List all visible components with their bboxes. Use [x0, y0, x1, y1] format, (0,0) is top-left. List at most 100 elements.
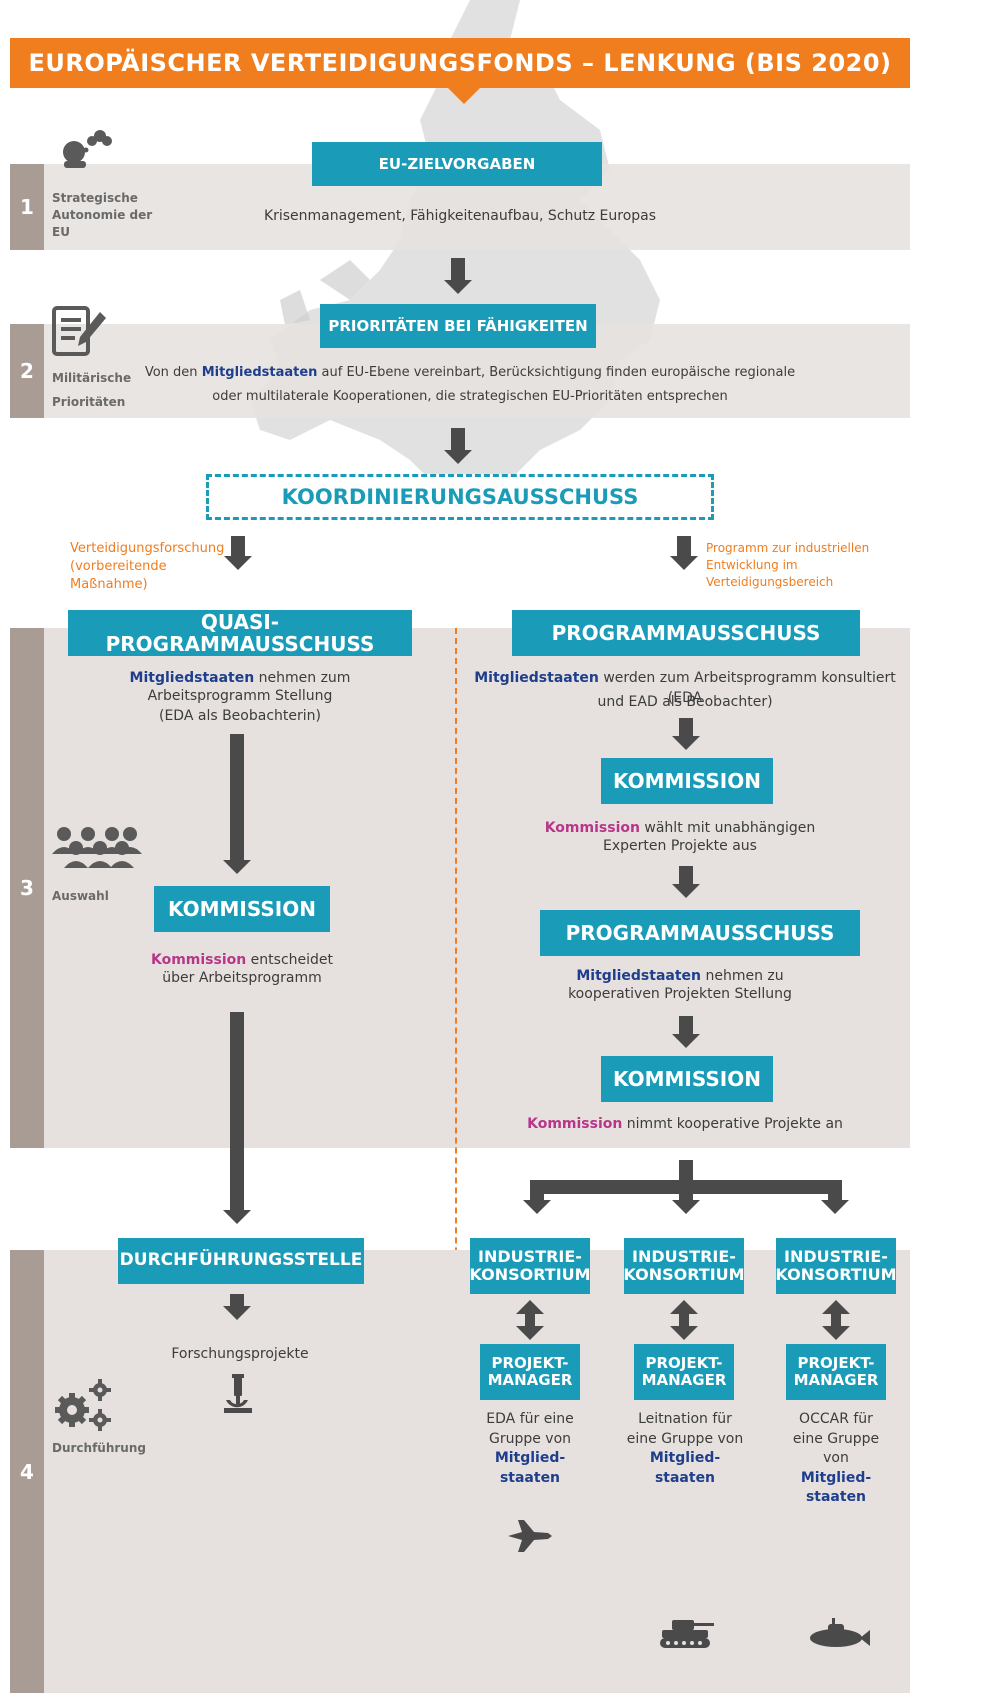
- projekt-manager-1-pm1: PROJEKT-: [491, 1354, 569, 1373]
- prog2-text1: nehmen zu: [701, 968, 784, 984]
- consortium-3-ind2: KONSORTIUM: [775, 1265, 897, 1284]
- k2-km: Kommission: [527, 1116, 623, 1132]
- fighter-jet-icon: [508, 1520, 552, 1552]
- pm-1-ms1: Mitglied-: [494, 1450, 566, 1467]
- right-kommission-2-title: KOMMISSION: [613, 1066, 761, 1091]
- eu-zielvorgaben-text: Krisenmanagement, Fähigkeitenaufbau, Sch…: [263, 208, 657, 224]
- quasi-programmausschuss-box: QUASI-PROGRAMMAUSSCHUSS: [68, 610, 412, 656]
- prioritaeten-text1: auf EU-Ebene vereinbart, Berücksichtigun…: [317, 365, 796, 380]
- pm-3-desc: OCCAR für eine Gruppe von Mitglied- staa…: [776, 1410, 896, 1508]
- gears-icon: [55, 1379, 111, 1431]
- k1-km: Kommission: [544, 820, 640, 836]
- forschungsprojekte-text: Forschungsprojekte: [171, 1346, 309, 1362]
- arrow-k1-prog2-shaft: [679, 866, 693, 886]
- branch-right-shaft: [828, 1180, 842, 1202]
- branch-divider: [455, 628, 457, 1693]
- pm-1-desc2: Gruppe von: [488, 1430, 572, 1447]
- quasi-text-line2: Arbeitsprogramm Stellung: [147, 688, 333, 704]
- pm-1-ms2: staaten: [499, 1469, 561, 1486]
- prog2-ms: Mitgliedstaaten: [576, 968, 702, 984]
- arrow-prog2-k2-head: [672, 1034, 700, 1048]
- prioritaeten-pre: Von den: [144, 365, 202, 380]
- pm-2-desc: Leitnation für eine Gruppe von Mitglied-…: [618, 1410, 752, 1488]
- projekt-manager-2-box: PROJEKT-MANAGER: [634, 1344, 734, 1400]
- consortium-1-ind1: INDUSTRIE-: [478, 1247, 582, 1267]
- consortium-2-ind1: INDUSTRIE-: [632, 1247, 736, 1267]
- consortium-2-ind2: KONSORTIUM: [623, 1265, 745, 1284]
- projekt-manager-1-pm2: MANAGER: [487, 1371, 573, 1389]
- durchfuehrungsstelle-title: DURCHFÜHRUNGSSTELLE: [119, 1250, 363, 1271]
- arrow-left-branch-head: [224, 556, 252, 570]
- arrow-k1-prog2-head: [672, 884, 700, 898]
- programmausschuss-box: PROGRAMMAUSSCHUSS: [512, 610, 860, 656]
- right-kommission-2-box: KOMMISSION: [601, 1056, 773, 1102]
- arrow-prog-k1-head: [672, 736, 700, 750]
- consortium-1-box: INDUSTRIE-KONSORTIUM: [469, 1238, 591, 1294]
- left-kommission-km: Kommission: [150, 952, 247, 968]
- prog-text-line1: Mitgliedstaaten werden zum Arbeitsprogra…: [470, 668, 900, 709]
- prioritaeten-box: PRIORITÄTEN BEI FÄHIGKEITEN: [320, 304, 596, 348]
- arrow-2-k-head: [444, 450, 472, 464]
- quasi-text1: nehmen zum: [254, 670, 351, 686]
- k1-text1: wählt mit unabhängigen: [639, 820, 816, 836]
- pm-2-ms1: Mitglied-: [649, 1450, 721, 1467]
- durchfuehrungsstelle-box: DURCHFÜHRUNGSSTELLE: [118, 1238, 364, 1284]
- consortium-2-box: INDUSTRIE-KONSORTIUM: [623, 1238, 745, 1294]
- k1-text-line2: Experten Projekte aus: [603, 838, 757, 854]
- step-number-3: 3: [10, 628, 44, 1148]
- projekt-manager-2-pm2: MANAGER: [641, 1371, 727, 1389]
- step-number-2: 2: [10, 324, 44, 418]
- right-branch-label: Programm zur industriellen Entwicklung i…: [706, 541, 870, 589]
- k2-text1: nimmt kooperative Projekte an: [622, 1116, 843, 1132]
- pm-2-ms2: staaten: [654, 1469, 716, 1486]
- arrow-left-branch-shaft: [231, 536, 245, 558]
- step-3-label: Auswahl: [52, 889, 109, 903]
- pm-3-desc3: von: [823, 1450, 849, 1467]
- double-arrow-1: [516, 1300, 544, 1340]
- band-step-4: [10, 1250, 910, 1693]
- consortium-3-ind1: INDUSTRIE-: [784, 1247, 888, 1267]
- prog-ms: Mitgliedstaaten: [474, 670, 599, 686]
- prog-text1: werden zum Arbeitsprogramm konsultiert (…: [598, 670, 896, 707]
- prioritaeten-text-line1: Von den Mitgliedstaaten auf EU-Ebene ver…: [120, 364, 820, 383]
- prioritaeten-ms: Mitgliedstaaten: [201, 365, 318, 380]
- prioritaeten-title: PRIORITÄTEN BEI FÄHIGKEITEN: [328, 316, 588, 335]
- pm-3-desc1: OCCAR für: [799, 1411, 873, 1427]
- projekt-manager-1-box: PROJEKT-MANAGER: [480, 1344, 580, 1400]
- left-kommission-text-line1: Kommission entscheidet: [100, 950, 384, 970]
- k2-text: Kommission nimmt kooperative Projekte an: [470, 1114, 900, 1134]
- quasi-ms: Mitgliedstaaten: [129, 670, 255, 686]
- branch-left-head: [523, 1200, 551, 1214]
- pm-3-desc2: eine Gruppe: [792, 1430, 880, 1447]
- left-branch-label: Verteidigungsforschung (vorbereitende Ma…: [70, 541, 225, 593]
- arrow-2-k-shaft: [451, 428, 465, 452]
- pm-3-ms2: staaten: [805, 1489, 867, 1506]
- arrow-1-2-head: [444, 280, 472, 294]
- prog2-text-line2: kooperativen Projekten Stellung: [568, 986, 792, 1002]
- prioritaeten-text-line2: oder multilaterale Kooperationen, die st…: [212, 389, 728, 404]
- k1-text-line1: Kommission wählt mit unabhängigen: [520, 818, 840, 838]
- double-arrow-2: [670, 1300, 698, 1340]
- step-1-label: Strategische Autonomie der EU: [52, 191, 153, 239]
- left-kommission-box: KOMMISSION: [154, 886, 330, 932]
- arrow-left-kommission-durch-shaft: [230, 1012, 244, 1212]
- pm-3-ms1: Mitglied-: [800, 1469, 872, 1486]
- left-kommission-text1: entscheidet: [246, 952, 334, 968]
- microscope-icon: [224, 1374, 252, 1413]
- arrow-durch-forschung-shaft: [230, 1294, 244, 1308]
- document-pencil-icon: [52, 306, 106, 356]
- arrow-quasi-kommission-shaft: [230, 734, 244, 862]
- submarine-icon: [810, 1618, 870, 1647]
- left-kommission-text-line2: über Arbeitsprogramm: [162, 970, 322, 986]
- quasi-text-line3: (EDA als Beobachterin): [159, 708, 321, 724]
- thought-bubble-head-icon: [63, 130, 112, 168]
- step-2-label-line1: Militärische: [52, 371, 132, 385]
- step-4-label: Durchführung: [52, 1441, 146, 1455]
- step-2-label-line2: Prioritäten: [52, 395, 126, 409]
- branch-right-head: [821, 1200, 849, 1214]
- arrow-prog2-k2-shaft: [679, 1016, 693, 1036]
- people-group-icon: [52, 827, 142, 868]
- pm-1-desc: EDA für eine Gruppe von Mitglied- staate…: [470, 1410, 590, 1488]
- right-kommission-1-title: KOMMISSION: [613, 768, 761, 793]
- eu-zielvorgaben-title: EU-ZIELVORGABEN: [378, 154, 536, 173]
